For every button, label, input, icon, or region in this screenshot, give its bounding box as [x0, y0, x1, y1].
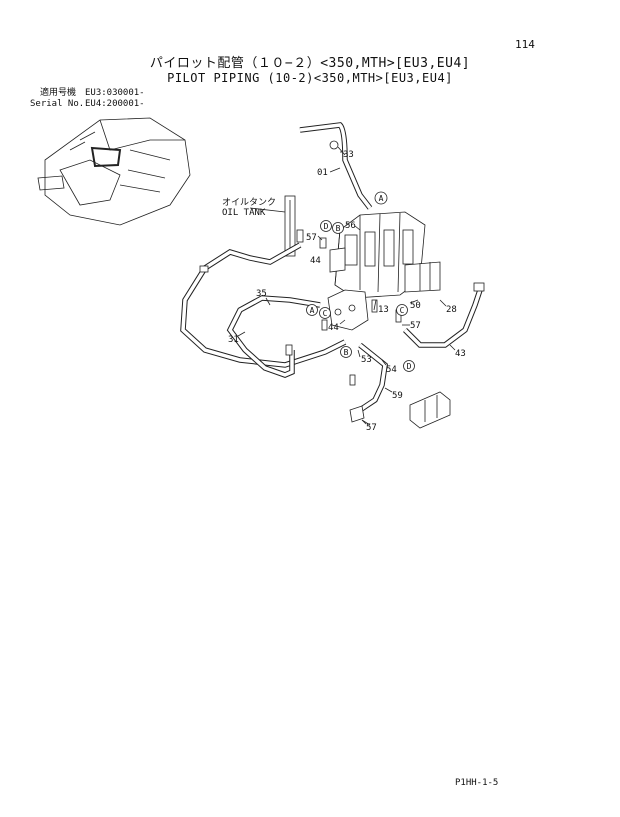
- serial-value-eu4: EU4:200001-: [85, 99, 145, 109]
- connector-c-right: C: [396, 304, 408, 316]
- callout-35: 35: [256, 289, 267, 299]
- svg-text:C: C: [400, 306, 405, 315]
- oil-tank: [249, 195, 296, 257]
- hose-01: [299, 122, 373, 210]
- svg-text:A: A: [310, 306, 315, 315]
- leader-lines: [237, 151, 456, 425]
- callout-50: 50: [410, 301, 421, 311]
- callout-01: 01: [317, 168, 328, 178]
- serial-label-en: Serial No.: [30, 99, 85, 109]
- svg-text:A: A: [379, 194, 384, 203]
- oil-tank-label-en: OIL TANK: [222, 208, 266, 218]
- callout-59: 59: [392, 391, 403, 401]
- callout-44-lower: 44: [328, 323, 339, 333]
- hose-54: [358, 342, 388, 413]
- control-valve: [329, 211, 441, 299]
- connector-b-top: B: [332, 222, 344, 234]
- connector-a-top: A: [374, 191, 388, 205]
- pilot-block: [327, 289, 369, 331]
- svg-text:B: B: [344, 348, 349, 357]
- callout-28: 28: [446, 305, 457, 315]
- oil-tank-label-jp: オイルタンク: [222, 197, 276, 208]
- page-title-jp: パイロット配管（１０−２）<350,MTH>[EU3,EU4]: [149, 56, 471, 71]
- hose-31: [226, 295, 321, 378]
- connector-a-left: A: [306, 304, 318, 316]
- callout-44-upper: 44: [310, 256, 321, 266]
- page-number: 114: [515, 38, 535, 51]
- connector-c-left: C: [319, 307, 331, 319]
- callout-54: 54: [386, 365, 397, 375]
- machine-thumbnail: [37, 117, 191, 226]
- svg-text:B: B: [336, 224, 341, 233]
- callout-43: 43: [455, 349, 466, 359]
- connector-d-top: D: [320, 220, 332, 232]
- callout-33: 33: [343, 150, 354, 160]
- hose-43: [403, 282, 485, 348]
- page-title-en: PILOT PIPING (10-2)<350,MTH>[EU3,EU4]: [167, 71, 453, 85]
- callout-13: 13: [378, 305, 389, 315]
- connector-d-bottom: D: [403, 360, 415, 372]
- callout-57-top: 57: [306, 233, 317, 243]
- callout-56: 56: [345, 221, 356, 231]
- callout-57-right: 57: [410, 321, 421, 331]
- svg-text:C: C: [323, 309, 328, 318]
- callout-53: 53: [361, 355, 372, 365]
- callout-57-bottom: 57: [366, 423, 377, 433]
- connector-b-bottom: B: [340, 346, 352, 358]
- serial-label-jp: 適用号機: [40, 88, 77, 98]
- svg-text:D: D: [407, 362, 412, 371]
- document-code: P1HH-1-5: [455, 778, 499, 788]
- callout-31: 31: [228, 335, 239, 345]
- serial-value-eu3: EU3:030001-: [85, 88, 145, 98]
- solenoid-block: [409, 391, 451, 429]
- svg-text:D: D: [324, 222, 329, 231]
